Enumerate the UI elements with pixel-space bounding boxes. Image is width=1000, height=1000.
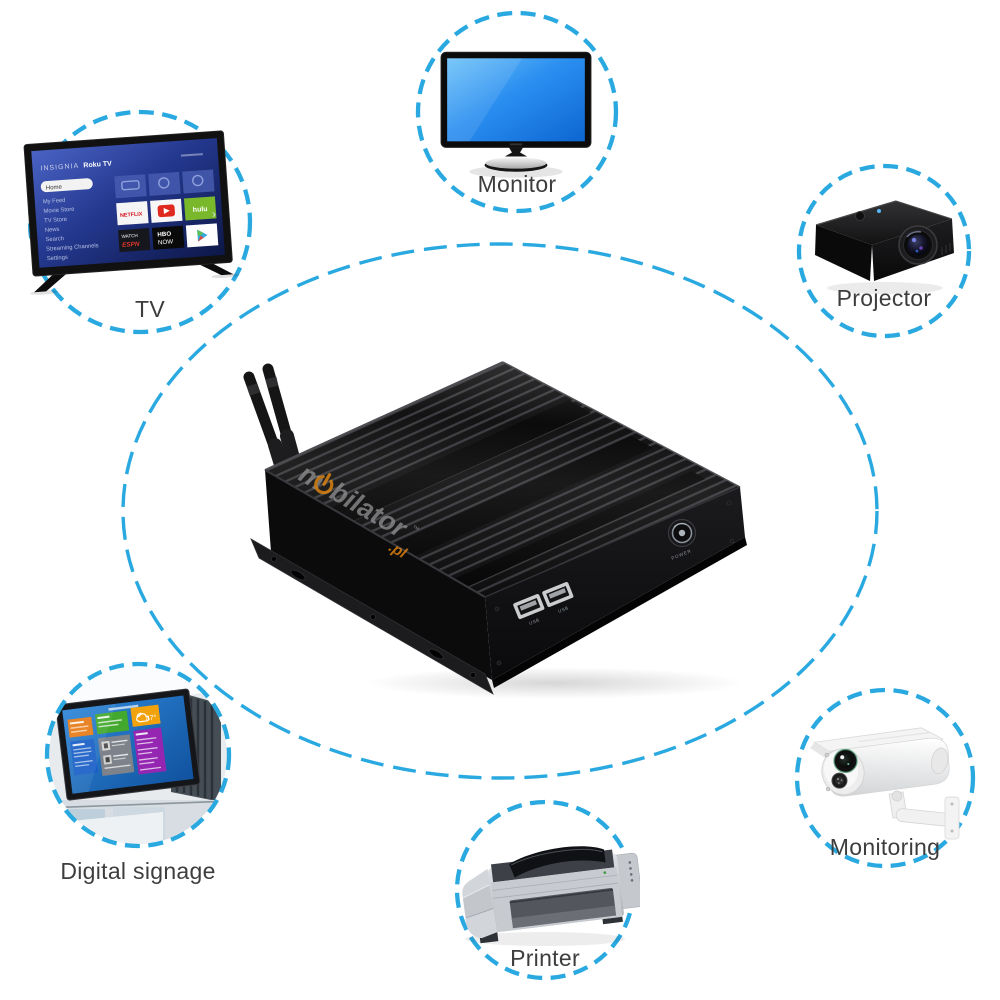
monitor-icon bbox=[440, 51, 592, 178]
svg-text:›: › bbox=[212, 208, 217, 220]
monitoring-label: Monitoring bbox=[829, 834, 941, 860]
usb-label-1: USB bbox=[528, 617, 540, 626]
tv-app-tiles: NETFLIX hulu WATCH ESPN HBO NOW bbox=[114, 169, 219, 253]
digital-signage-label: Digital signage bbox=[60, 858, 216, 884]
svg-text:NOW: NOW bbox=[158, 238, 174, 246]
tv-node-circle bbox=[27, 109, 253, 335]
projector-lens bbox=[898, 225, 938, 265]
projector-node-circle bbox=[796, 163, 972, 339]
mini-pc: m bilator ™ .pl bbox=[235, 345, 765, 700]
power-symbol-icon bbox=[314, 473, 334, 495]
mounting-flange bbox=[250, 538, 494, 695]
digital-signage-node: 87° bbox=[43, 660, 233, 884]
camera-bracket bbox=[888, 790, 960, 840]
svg-text:Movie Store: Movie Store bbox=[43, 207, 74, 215]
tv-icon: INSIGNIA Roku TV Home My Feed Movie Stor… bbox=[23, 130, 240, 295]
heatsink-top bbox=[264, 361, 741, 598]
usb-port-1[interactable]: USB bbox=[513, 593, 549, 629]
digital-signage-node-circle bbox=[44, 661, 232, 849]
svg-text:TV Store: TV Store bbox=[44, 217, 67, 225]
svg-text:Search: Search bbox=[45, 236, 64, 243]
cctv-camera-icon bbox=[810, 727, 960, 840]
svg-text:WATCH: WATCH bbox=[121, 233, 138, 239]
temperature-text: 87° bbox=[145, 713, 157, 722]
svg-text:ESPN: ESPN bbox=[122, 241, 140, 249]
signage-display: 87° bbox=[55, 688, 201, 801]
svg-text:hulu: hulu bbox=[193, 206, 208, 214]
svg-text:Streaming Channels: Streaming Channels bbox=[46, 243, 99, 253]
power-button[interactable]: POWER bbox=[667, 518, 697, 561]
tv-brand-text: INSIGNIA bbox=[40, 163, 79, 173]
tv-platform-text: Roku TV bbox=[83, 160, 112, 169]
projector-label: Projector bbox=[836, 285, 932, 311]
projector-icon bbox=[815, 200, 954, 294]
mini-pc-image: m bilator ™ .pl bbox=[243, 361, 747, 699]
camera-lens bbox=[833, 748, 858, 774]
monitor-label: Monitor bbox=[477, 171, 557, 197]
svg-text:Home: Home bbox=[46, 184, 63, 191]
printer-node: Printer bbox=[453, 798, 640, 982]
camera-ir-led bbox=[831, 772, 848, 789]
connection-ellipse bbox=[121, 242, 879, 780]
printer-label: Printer bbox=[510, 945, 580, 971]
tv-menu-list: My Feed Movie Store TV Store News Search… bbox=[43, 198, 99, 262]
projector-vents bbox=[941, 243, 951, 255]
usb-port-2[interactable]: USB bbox=[542, 581, 578, 617]
front-panel: USB USB POWER bbox=[484, 486, 747, 688]
logo-tm: ™ bbox=[410, 525, 420, 535]
tv-node: INSIGNIA Roku TV Home My Feed Movie Stor… bbox=[23, 107, 255, 337]
monitoring-node: Monitoring bbox=[793, 686, 977, 870]
monitor-node-circle bbox=[415, 10, 619, 214]
weather-tile: 87° bbox=[130, 704, 161, 727]
svg-text:News: News bbox=[45, 227, 60, 234]
svg-text:Settings: Settings bbox=[47, 255, 68, 262]
digital-signage-icon: 87° bbox=[49, 666, 227, 844]
svg-text:NETFLIX: NETFLIX bbox=[120, 211, 143, 219]
svg-text:My Feed: My Feed bbox=[43, 198, 66, 206]
printer-icon bbox=[462, 846, 640, 946]
tv-label: TV bbox=[135, 296, 165, 322]
usb-label-2: USB bbox=[557, 605, 569, 614]
logo-tld: .pl bbox=[386, 539, 410, 563]
wifi-antennas bbox=[243, 363, 300, 475]
monitoring-node-circle bbox=[794, 687, 976, 869]
svg-text:HBO: HBO bbox=[157, 231, 171, 239]
monitor-node: Monitor bbox=[413, 8, 621, 216]
projector-node: Projector bbox=[795, 162, 973, 340]
